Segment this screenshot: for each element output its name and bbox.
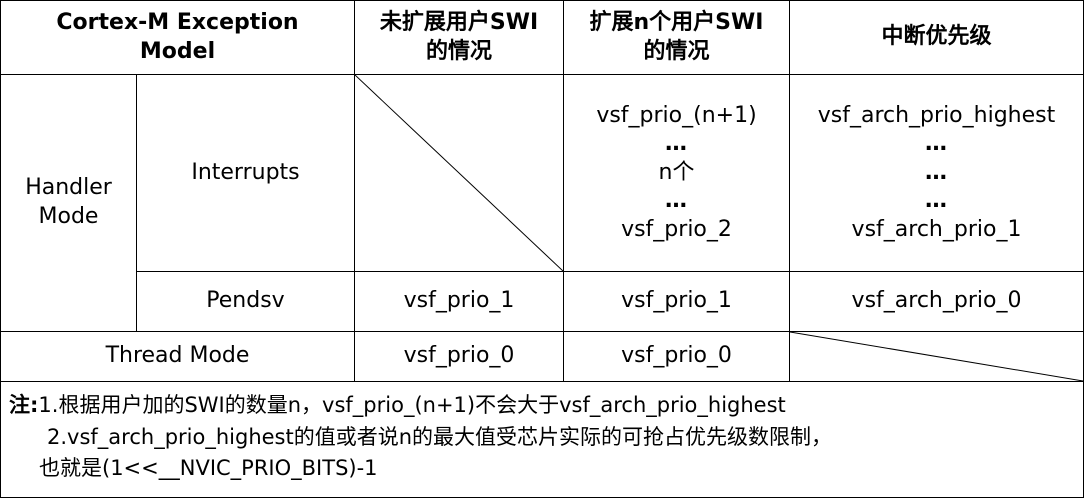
interrupts-priority-dots-2: … bbox=[924, 159, 948, 185]
handler-mode-line1: Handler bbox=[25, 175, 112, 201]
thread-extended-cell: vsf_prio_0 bbox=[563, 331, 790, 382]
header-exception-model-line2: Model bbox=[139, 38, 216, 64]
interrupts-extended-top: vsf_prio_(n+1) bbox=[596, 102, 757, 128]
note-line-1: 注:1.根据用户加的SWI的数量n，vsf_prio_(n+1)不会大于vsf_… bbox=[9, 390, 1075, 422]
interrupts-extended-bottom: vsf_prio_2 bbox=[621, 216, 732, 242]
pendsv-unextended-cell: vsf_prio_1 bbox=[354, 271, 564, 332]
notes-section: 注:1.根据用户加的SWI的数量n，vsf_prio_(n+1)不会大于vsf_… bbox=[0, 381, 1084, 498]
handler-mode-line2: Mode bbox=[38, 204, 99, 229]
pendsv-extended-cell: vsf_prio_1 bbox=[563, 271, 790, 332]
note-text-3: 也就是(1<<__NVIC_PRIO_BITS)-1 bbox=[39, 456, 378, 480]
thread-mode-label: Thread Mode bbox=[105, 343, 250, 369]
interrupts-extended-cell: vsf_prio_(n+1) … n个 … vsf_prio_2 bbox=[563, 74, 790, 272]
thread-priority-empty-cell bbox=[789, 331, 1084, 382]
interrupts-priority-top: vsf_arch_prio_highest bbox=[817, 102, 1056, 128]
interrupts-priority-dots-1: … bbox=[924, 131, 948, 157]
interrupts-extended-dots-1: … bbox=[664, 131, 688, 157]
header-unextended-swi: 未扩展用户SWI 的情况 bbox=[354, 0, 564, 75]
header-unextended-line2: 的情况 bbox=[425, 38, 492, 64]
header-exception-model: Cortex-M Exception Model bbox=[0, 0, 355, 75]
header-exception-model-line1: Cortex-M Exception bbox=[56, 9, 299, 35]
interrupts-unextended-empty-cell bbox=[354, 74, 564, 272]
interrupts-extended-dots-2: … bbox=[664, 188, 688, 214]
header-interrupt-priority: 中断优先级 bbox=[789, 0, 1084, 75]
pendsv-priority-value: vsf_arch_prio_0 bbox=[851, 288, 1022, 314]
header-unextended-line1: 未扩展用户SWI bbox=[379, 9, 539, 35]
interrupts-priority-dots-3: … bbox=[924, 188, 948, 214]
note-prefix: 注: bbox=[9, 393, 39, 417]
header-priority-label: 中断优先级 bbox=[881, 24, 992, 50]
note-line-2: 2.vsf_arch_prio_highest的值或者说n的最大值受芯片实际的可… bbox=[9, 422, 1075, 454]
thread-unextended-value: vsf_prio_0 bbox=[403, 343, 515, 369]
pendsv-unextended-value: vsf_prio_1 bbox=[403, 288, 515, 314]
diagonal-slash-line bbox=[355, 75, 563, 271]
interrupts-label-cell: Interrupts bbox=[136, 74, 355, 272]
note-text-2: 2.vsf_arch_prio_highest的值或者说n的最大值受芯片实际的可… bbox=[47, 424, 833, 449]
pendsv-label: Pendsv bbox=[206, 288, 285, 314]
thread-mode-label-cell: Thread Mode bbox=[0, 331, 355, 382]
pendsv-priority-cell: vsf_arch_prio_0 bbox=[789, 271, 1084, 332]
note-text-1: 1.根据用户加的SWI的数量n，vsf_prio_(n+1)不会大于vsf_ar… bbox=[38, 393, 786, 417]
interrupts-extended-count: n个 bbox=[658, 159, 695, 185]
handler-mode-cell: Handler Mode bbox=[0, 74, 137, 332]
thread-extended-value: vsf_prio_0 bbox=[621, 343, 732, 369]
thread-unextended-cell: vsf_prio_0 bbox=[354, 331, 564, 382]
header-extended-line2: 的情况 bbox=[643, 38, 710, 64]
interrupts-label: Interrupts bbox=[191, 159, 300, 185]
interrupts-priority-bottom: vsf_arch_prio_1 bbox=[851, 216, 1022, 242]
header-extended-swi: 扩展n个用户SWI 的情况 bbox=[563, 0, 790, 75]
pendsv-extended-value: vsf_prio_1 bbox=[621, 288, 732, 314]
header-extended-line1: 扩展n个用户SWI bbox=[589, 9, 764, 35]
interrupts-priority-cell: vsf_arch_prio_highest … … … vsf_arch_pri… bbox=[789, 74, 1084, 272]
note-line-3: 也就是(1<<__NVIC_PRIO_BITS)-1 bbox=[9, 453, 1075, 485]
pendsv-label-cell: Pendsv bbox=[136, 271, 355, 332]
diagonal-slash-line bbox=[790, 332, 1083, 381]
